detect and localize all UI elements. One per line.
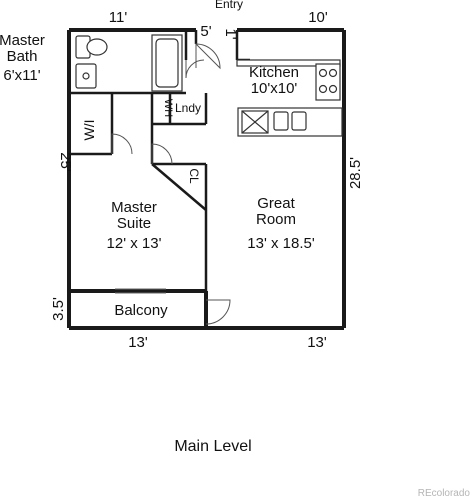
dim-right-side: 28.5' bbox=[347, 157, 364, 189]
dishwasher-x-icon bbox=[241, 110, 269, 134]
kitchen-fixtures bbox=[236, 59, 343, 137]
dim-top-entry: 5' bbox=[200, 23, 211, 40]
kitchen-size: 10'x10' bbox=[251, 80, 298, 97]
closet-diagonal-wall bbox=[151, 163, 207, 211]
sink-drain-icon bbox=[82, 72, 90, 80]
exterior-walls bbox=[67, 28, 346, 330]
toilet-bowl-icon bbox=[86, 38, 108, 56]
dim-top-right: 10' bbox=[308, 9, 328, 26]
entry-label: Entry bbox=[215, 0, 243, 11]
dim-bottom-right: 13' bbox=[307, 334, 327, 351]
sink-bowl-icon bbox=[273, 111, 289, 131]
stove-icon bbox=[315, 63, 341, 101]
bath-fixtures bbox=[75, 34, 183, 92]
balcony-window bbox=[115, 288, 166, 294]
balcony-door bbox=[205, 299, 231, 325]
dim-bottom-left: 13' bbox=[128, 334, 148, 351]
kitchen-label: Kitchen bbox=[249, 64, 299, 81]
bath-door bbox=[185, 59, 205, 79]
entry-door bbox=[194, 43, 221, 70]
great-room-label-line1: Great bbox=[257, 195, 295, 212]
burner-icon bbox=[318, 68, 328, 78]
bathtub-basin-icon bbox=[155, 38, 179, 88]
walkin-label: W/I bbox=[81, 120, 97, 141]
master-bath-label-line1: Master bbox=[0, 32, 45, 49]
closet-label: CL bbox=[187, 168, 201, 184]
master-suite-label-line1: Master bbox=[111, 199, 157, 216]
master-bath-size: 6'x11' bbox=[3, 67, 40, 84]
dim-left-side: 25' bbox=[57, 152, 74, 172]
dim-top-left: 11' bbox=[109, 9, 128, 26]
master-bath-label-line2: Bath bbox=[7, 48, 38, 65]
walkin-door bbox=[111, 133, 133, 155]
doors bbox=[111, 43, 231, 325]
water-heater-label: WH bbox=[162, 99, 174, 117]
dim-top-entry-small: 1' bbox=[222, 28, 239, 39]
caption: Main Level bbox=[174, 438, 251, 455]
watermark: REcolorado bbox=[418, 488, 471, 499]
dim-left-balcony: 3.5' bbox=[50, 297, 67, 321]
laundry-label: Lndy bbox=[175, 101, 201, 115]
master-suite-label-line2: Suite bbox=[117, 215, 151, 232]
burner-icon bbox=[328, 84, 338, 94]
great-room-size: 13' x 18.5' bbox=[247, 235, 315, 252]
burner-icon bbox=[328, 68, 338, 78]
sink-bowl-icon bbox=[291, 111, 307, 131]
kitchen-upper-counter bbox=[236, 59, 341, 67]
suite-door bbox=[151, 143, 173, 165]
great-room-label-line2: Room bbox=[256, 211, 296, 228]
burner-icon bbox=[318, 84, 328, 94]
master-suite-size: 12' x 13' bbox=[107, 235, 162, 252]
balcony-label: Balcony bbox=[114, 302, 168, 319]
